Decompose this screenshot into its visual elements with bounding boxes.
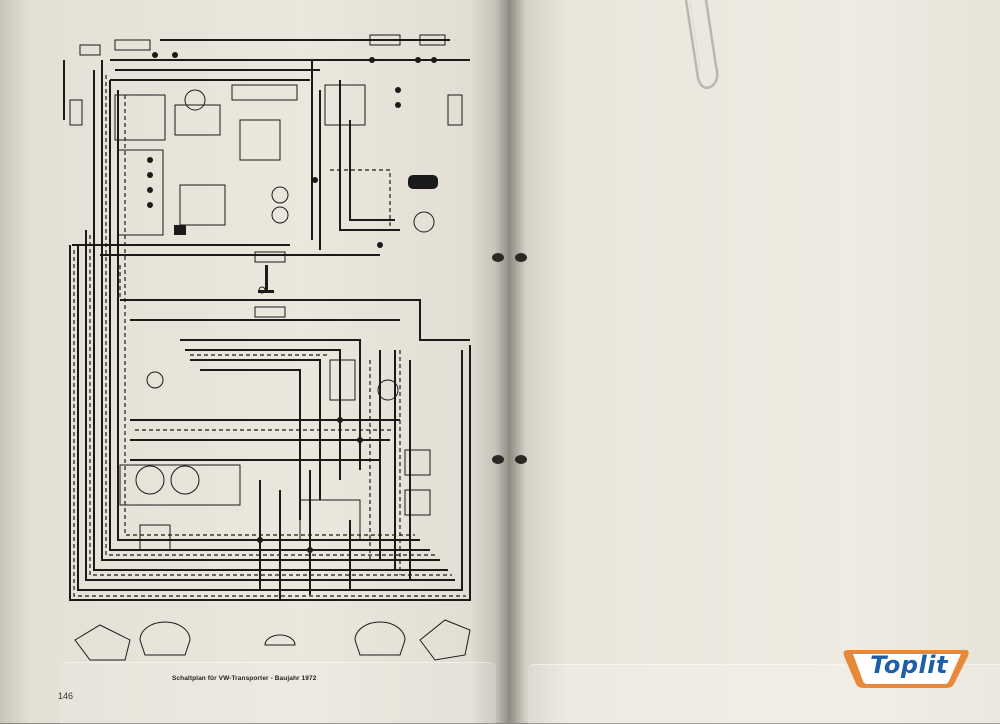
binder-hole-left-bottom <box>492 455 504 464</box>
binder-hole-right-top <box>515 253 527 262</box>
toplit-logo-text: Toplit <box>870 651 948 679</box>
page-number: 146 <box>58 691 74 701</box>
toplit-logo-badge <box>843 650 969 688</box>
diagram-caption: Schaltplan für VW-Transporter - Baujahr … <box>172 675 317 682</box>
right-page <box>520 0 1000 723</box>
wiring-diagram <box>63 34 471 661</box>
binder-hole-left-top <box>492 253 504 262</box>
binder-hole-right-bottom <box>515 455 527 464</box>
plastic-sleeve-left <box>60 662 496 724</box>
book-gutter <box>496 0 526 723</box>
